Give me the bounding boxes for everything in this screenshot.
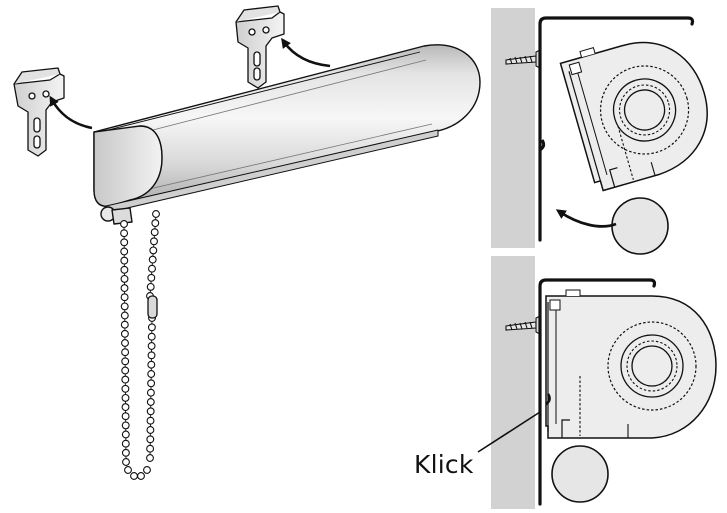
chain-bead	[120, 329, 129, 338]
chain-bead	[120, 320, 129, 329]
chain-bead	[146, 454, 154, 462]
chain-bead	[121, 393, 130, 402]
chain-bead	[120, 247, 129, 256]
chain-bead	[148, 264, 156, 273]
chain-bead	[146, 388, 155, 397]
chain-bead	[120, 302, 129, 311]
chain-bead	[121, 412, 130, 421]
chain-bead	[120, 238, 129, 247]
chain-bead	[147, 379, 156, 388]
chain-bead	[121, 448, 130, 457]
klick-label: Klick	[414, 450, 474, 479]
screw	[505, 315, 541, 335]
step-tilt-panel	[491, 8, 708, 255]
fabric-roll	[551, 445, 609, 503]
chain-bead	[124, 466, 132, 474]
chain-bead	[146, 282, 155, 291]
chain-bead	[121, 375, 130, 384]
chain-bead	[120, 220, 128, 228]
chain-bead	[137, 472, 145, 480]
chain-bead	[121, 421, 130, 430]
chain-bead	[121, 403, 130, 412]
chain-bead	[121, 439, 130, 448]
arrow-to-right-bracket	[281, 37, 331, 68]
chain-bead	[148, 255, 157, 264]
chain-bead	[120, 265, 129, 274]
chain-bead	[146, 435, 155, 444]
chain-bead	[121, 384, 130, 393]
cassette-profile-tilted	[559, 41, 708, 192]
chain-bead	[146, 416, 155, 425]
chain-bead	[147, 323, 156, 332]
chain-bead	[147, 370, 156, 378]
chain-bead	[120, 229, 129, 238]
chain-bead	[147, 332, 156, 341]
chain-bead	[120, 274, 129, 283]
chain-connector	[147, 295, 158, 319]
chain-bead	[120, 284, 129, 293]
chain-bead	[151, 219, 160, 228]
chain-bead	[146, 444, 155, 453]
chain-bead	[147, 273, 156, 282]
step-click-panel	[477, 256, 717, 509]
chain-bead	[121, 348, 130, 357]
wall	[491, 256, 535, 509]
chain-bead	[150, 237, 158, 246]
chain-bead	[143, 466, 151, 474]
chain-bead	[152, 210, 160, 218]
chain-strand	[149, 317, 153, 459]
fabric-roll	[611, 197, 669, 255]
blind-cassette	[93, 44, 481, 225]
chain-bead	[130, 472, 138, 480]
chain-bead	[146, 426, 155, 434]
chain-bead	[147, 342, 156, 350]
chain-bead	[147, 351, 156, 360]
chain-bead	[121, 339, 129, 347]
wall-bracket	[538, 278, 657, 506]
overview-panel	[13, 5, 481, 480]
bead-chain	[120, 210, 160, 480]
cassette-profile-clicked	[545, 289, 717, 439]
chain-bead	[146, 398, 155, 406]
bracket-left	[13, 67, 65, 157]
chain-bead	[121, 357, 130, 366]
klick-callout-line	[477, 411, 541, 453]
bracket-right	[235, 5, 285, 89]
chain-bead	[120, 256, 129, 265]
chain-bead	[122, 458, 130, 466]
chain-strand	[149, 213, 157, 297]
rotation-arrow	[555, 209, 617, 228]
chain-bead	[120, 293, 129, 302]
arrow-to-left-bracket	[49, 95, 93, 130]
chain-bead	[150, 228, 159, 237]
chain-bead	[147, 360, 156, 369]
wall-bracket	[538, 16, 695, 242]
chain-bead	[149, 246, 158, 255]
chain-bead	[146, 407, 155, 416]
wall	[491, 8, 535, 248]
chain-bead	[121, 430, 130, 439]
chain-bead	[121, 366, 130, 375]
chain-bead	[120, 311, 129, 320]
